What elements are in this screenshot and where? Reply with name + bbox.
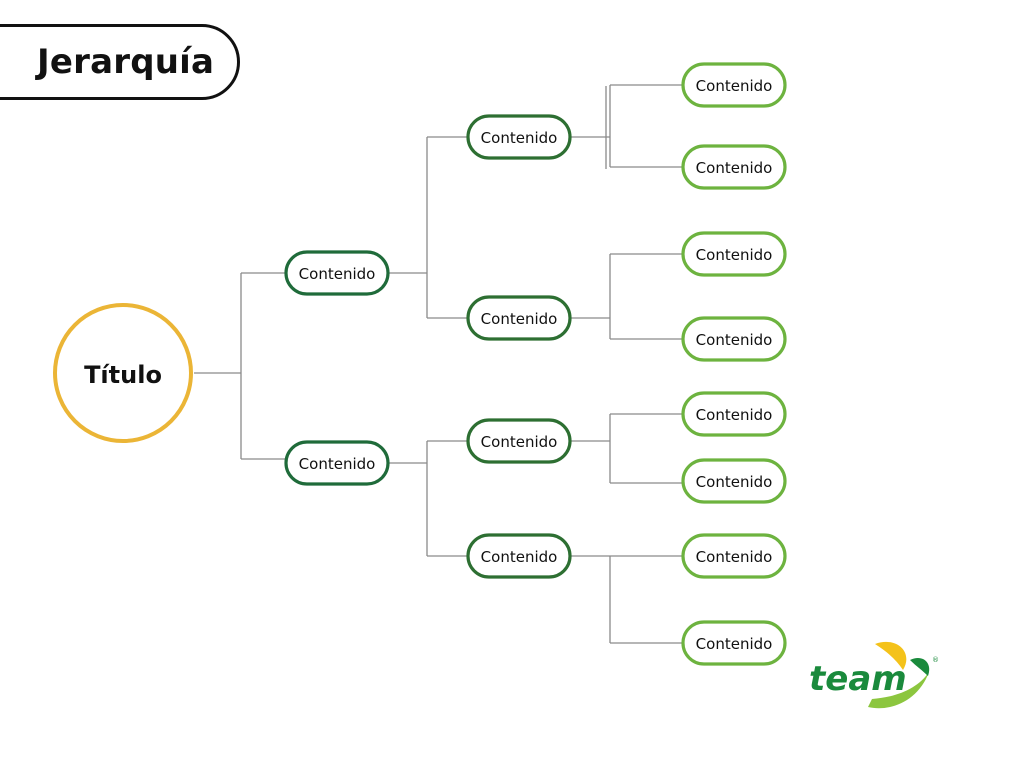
level2-node-label: Contenido	[481, 433, 558, 451]
page-title-tab: Jerarquía	[0, 24, 240, 100]
level3-node-box	[681, 620, 787, 666]
level3-node-label: Contenido	[696, 159, 773, 177]
level1-node: Contenido	[284, 250, 390, 296]
level2-node-label: Contenido	[481, 548, 558, 566]
level3-node-box	[681, 144, 787, 190]
level2-node-box	[466, 418, 572, 464]
level3-node: Contenido	[681, 231, 787, 277]
level2-node-box	[466, 295, 572, 341]
level3-node: Contenido	[681, 391, 787, 437]
root-label: Título	[84, 361, 162, 389]
level2-node: Contenido	[466, 418, 572, 464]
root-circle	[53, 303, 193, 443]
level2-node-label: Contenido	[481, 129, 558, 147]
level3-node-box	[681, 458, 787, 504]
connector-lines	[194, 84, 683, 644]
level3-node-box	[681, 231, 787, 277]
team-leaf-logo-icon	[868, 641, 930, 709]
team-logo: team ®	[809, 641, 939, 709]
level3-node: Contenido	[681, 533, 787, 579]
level3-node: Contenido	[681, 316, 787, 362]
registered-mark: ®	[932, 656, 939, 664]
level3-node-label: Contenido	[696, 406, 773, 424]
level3-node: Contenido	[681, 144, 787, 190]
level3-node-box	[681, 316, 787, 362]
level1-node-label: Contenido	[299, 455, 376, 473]
level2-node-box	[466, 114, 572, 160]
level3-node-box	[681, 62, 787, 108]
level3-node-label: Contenido	[696, 246, 773, 264]
level3-node-label: Contenido	[696, 77, 773, 95]
level3-node: Contenido	[681, 458, 787, 504]
level1-node-box	[284, 440, 390, 486]
page-title: Jerarquía	[37, 42, 215, 82]
root-node: Título	[53, 303, 193, 443]
level2-node: Contenido	[466, 533, 572, 579]
logo-text: team	[809, 659, 907, 699]
level1-node-label: Contenido	[299, 265, 376, 283]
level2-node: Contenido	[466, 114, 572, 160]
level3-node-label: Contenido	[696, 473, 773, 491]
level1-node-box	[284, 250, 390, 296]
level3-node-box	[681, 391, 787, 437]
level3-nodes: ContenidoContenidoContenidoContenidoCont…	[681, 62, 787, 666]
level2-node: Contenido	[466, 295, 572, 341]
level3-node-label: Contenido	[696, 548, 773, 566]
level3-node-box	[681, 533, 787, 579]
level1-node: Contenido	[284, 440, 390, 486]
level3-node: Contenido	[681, 620, 787, 666]
level2-node-box	[466, 533, 572, 579]
level3-node-label: Contenido	[696, 331, 773, 349]
level2-node-label: Contenido	[481, 310, 558, 328]
level3-node-label: Contenido	[696, 635, 773, 653]
level3-node: Contenido	[681, 62, 787, 108]
